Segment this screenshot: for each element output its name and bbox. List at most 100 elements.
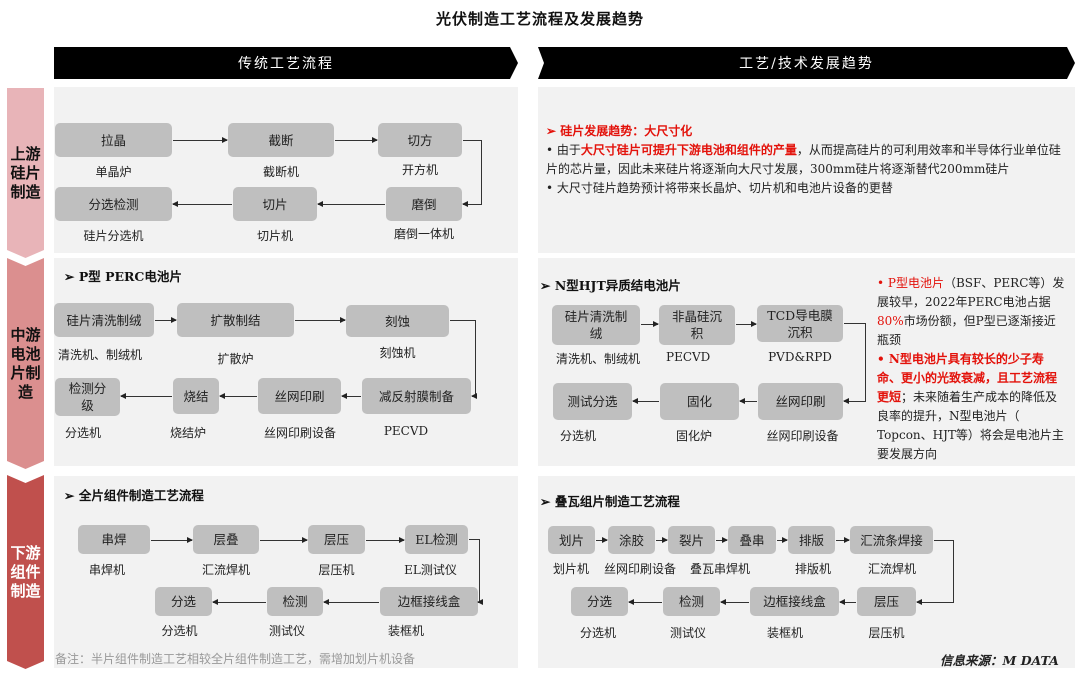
trend-heading: ➢ 硅片发展趋势：大尺寸化 <box>546 124 693 138</box>
flow-step: EL检测 <box>405 525 468 554</box>
equipment-label: 分选机 <box>64 426 101 440</box>
flow-step: 分选 <box>155 587 212 616</box>
flow-step: 减反射膜制备 <box>362 378 471 414</box>
arrow-right-icon <box>260 537 308 543</box>
highlight-text: • P型电池片 <box>877 276 944 290</box>
equipment-label: 开方机 <box>401 163 438 177</box>
flow-step: 检测 <box>663 587 720 616</box>
arrow-right-icon <box>777 537 788 543</box>
flow-step: 汇流条焊接 <box>850 526 933 554</box>
flow-step: 刻蚀 <box>346 305 449 337</box>
flow-step: 排版 <box>788 526 835 554</box>
trend-bullet: • 大尺寸硅片趋势预计将带来长晶炉、切片机和电池片设备的更替 <box>546 181 893 195</box>
subsection-title: ➢ P型 PERC电池片 <box>64 269 182 284</box>
arrow-left-icon <box>632 398 659 404</box>
note-text: 市场份额，但P型已逐渐接近瓶颈 <box>877 314 1056 347</box>
equipment-label: 固化炉 <box>675 429 712 443</box>
equipment-label: 划片机 <box>552 562 589 576</box>
trend-text-upstream: ➢ 硅片发展趋势：大尺寸化 • 由于大尺寸硅片可提升下游电池和组件的产量，从而提… <box>546 122 1066 198</box>
arrow-left-icon <box>219 393 257 399</box>
flow-step: 叠串 <box>728 526 776 554</box>
equipment-label: 层压机 <box>868 626 905 640</box>
flow-step: 非晶硅沉积 <box>659 305 735 345</box>
arrow-left-icon <box>843 398 866 404</box>
flow-step: 切方 <box>378 123 462 157</box>
equipment-label: 丝网印刷设备 <box>603 562 676 576</box>
flow-step: 磨倒 <box>386 187 462 221</box>
highlight-text: 大尺寸硅片可提升下游电池和组件的产量 <box>580 143 797 157</box>
flow-step: 烧结 <box>173 378 219 414</box>
connector-line <box>934 540 953 541</box>
connector-line <box>481 140 482 205</box>
arrow-left-icon <box>212 599 266 605</box>
equipment-label: PECVD <box>383 424 429 438</box>
equipment-label: 截断机 <box>262 165 299 179</box>
arrow-left-icon <box>720 599 749 605</box>
equipment-label: EL测试仪 <box>404 563 457 577</box>
header-label: 工艺/技术发展趋势 <box>739 56 874 72</box>
header-traditional-process: 传统工艺流程 <box>54 47 518 79</box>
arrow-right-icon <box>366 537 405 543</box>
equipment-label: 切片机 <box>256 229 293 243</box>
flow-step: 层压 <box>857 587 916 616</box>
equipment-label: 清洗机、制绒机 <box>57 348 142 362</box>
equipment-label: 装框机 <box>766 626 803 640</box>
flow-step: 裂片 <box>668 526 715 554</box>
equipment-label: 排版机 <box>794 562 831 576</box>
arrow-right-icon <box>641 321 659 327</box>
flow-step: 边框接线盒 <box>750 587 839 616</box>
equipment-label: 分选机 <box>559 429 596 443</box>
arrow-left-icon <box>323 599 379 605</box>
arrow-left-icon <box>477 599 483 605</box>
highlight-text: • N型电池片具有较长的少子寿命、更小的光致衰减，且工艺流程更短 <box>877 352 1058 404</box>
flow-step: 硅片清洗制绒 <box>552 305 640 345</box>
arrow-right-icon <box>295 317 346 323</box>
bullet-prefix: • 由于 <box>546 143 581 157</box>
equipment-label: 清洗机、制绒机 <box>556 352 641 366</box>
connector-line <box>479 539 480 602</box>
connector-line <box>463 140 481 141</box>
highlight-percent: 80% <box>877 314 904 328</box>
arrow-left-icon <box>628 599 662 605</box>
flow-step: 扩散制结 <box>177 303 294 337</box>
flow-step: 拉晶 <box>55 123 172 157</box>
equipment-label: 丝网印刷设备 <box>263 426 336 440</box>
note-text: （BSF、PERC等）发展较早，2022年PERC电池占据 <box>877 276 1065 309</box>
equipment-label: 丝网印刷设备 <box>766 429 839 443</box>
connector-line <box>450 320 475 321</box>
arrow-left-icon <box>839 599 856 605</box>
equipment-label: 层压机 <box>318 563 355 577</box>
arrow-left-icon <box>471 393 477 399</box>
equipment-label: 单晶炉 <box>95 165 132 179</box>
flow-step: 丝网印刷 <box>758 383 843 420</box>
flow-step: 串焊 <box>78 525 150 554</box>
band-upstream: 上游硅片制造 <box>7 88 44 258</box>
arrow-right-icon <box>656 537 668 543</box>
connector-line <box>469 539 479 540</box>
arrow-right-icon <box>836 537 850 543</box>
subsection-title: ➢ 叠瓦组片制造工艺流程 <box>540 494 680 509</box>
footnote: 备注：半片组件制造工艺相较全片组件制造工艺，需增加划片机设备 <box>55 652 416 666</box>
equipment-label: 测试仪 <box>268 624 305 638</box>
panel-downstream-trend <box>538 476 1075 668</box>
page-title: 光伏制造工艺流程及发展趋势 <box>435 10 644 28</box>
equipment-label: 分选机 <box>579 626 616 640</box>
arrow-right-icon <box>151 537 193 543</box>
equipment-label: 硅片分选机 <box>83 229 144 243</box>
flow-step: 截断 <box>228 123 334 157</box>
arrow-right-icon <box>155 317 177 323</box>
arrow-right-icon <box>335 137 378 143</box>
connector-line <box>475 320 476 396</box>
band-midstream: 中游电池片制造 <box>7 258 44 469</box>
flow-step: 分选 <box>571 587 628 616</box>
equipment-label: 叠瓦串焊机 <box>690 562 751 576</box>
flow-step: 固化 <box>660 383 739 420</box>
flow-step: 涂胶 <box>608 526 655 554</box>
flow-step: 层叠 <box>193 525 259 554</box>
panel-midstream-trend <box>538 258 1075 466</box>
band-downstream: 下游组件制造 <box>7 475 44 669</box>
panel-upstream-trend <box>538 87 1075 253</box>
flow-step: 测试分选 <box>553 383 632 420</box>
arrow-left-icon <box>341 393 361 399</box>
connector-line <box>865 323 866 401</box>
